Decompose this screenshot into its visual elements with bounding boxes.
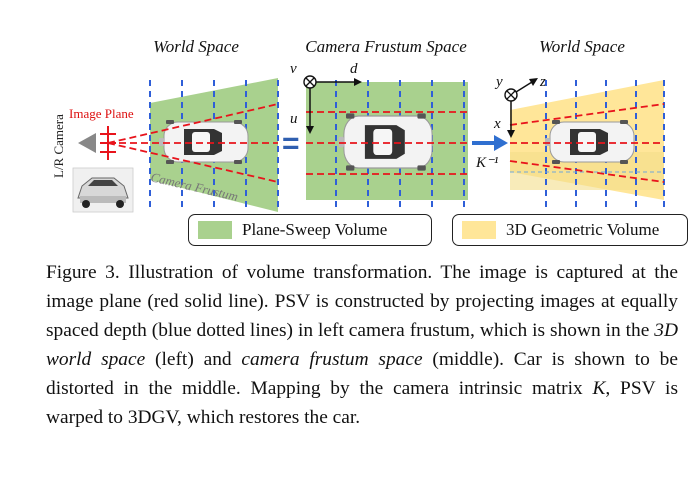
k-inverse-label: K⁻¹ bbox=[475, 155, 499, 171]
axes-right bbox=[504, 78, 538, 138]
caption-text-3: (middle). Car is shown to be distorted i… bbox=[46, 349, 678, 399]
car-restored-icon bbox=[544, 119, 635, 165]
middle-panel: v d u bbox=[290, 61, 468, 212]
figure-caption: Figure 3. Illustration of volume transfo… bbox=[46, 258, 678, 432]
caption-em-world-space: 3D world space bbox=[46, 320, 678, 370]
k-inverse-arrow bbox=[472, 135, 508, 151]
axes-middle bbox=[303, 75, 362, 134]
volume-transformation-figure: World Space Camera Frustum Space World S… bbox=[51, 37, 665, 213]
red-rays-left bbox=[107, 103, 279, 183]
axis-d-label: d bbox=[350, 61, 358, 77]
axis-z-label: z bbox=[539, 74, 546, 90]
caption-em-k: K bbox=[592, 378, 606, 399]
title-left-world-space: World Space bbox=[153, 37, 239, 56]
legend-label-3dgv: 3D Geometric Volume bbox=[506, 220, 660, 239]
image-plane-label: Image Plane bbox=[69, 106, 134, 121]
left-panel: Image Plane L/R Camera Camera Frustum bbox=[51, 78, 279, 213]
equals-sign: = bbox=[282, 127, 300, 160]
legend-3d-geometric-volume: 3D Geometric Volume bbox=[452, 214, 688, 246]
axis-y-label: y bbox=[494, 74, 503, 90]
image-plane-icon bbox=[100, 126, 116, 160]
car-photo-icon bbox=[72, 167, 134, 213]
caption-text-1: Illustration of volume transformation. T… bbox=[46, 262, 678, 341]
legend-swatch-3dgv bbox=[462, 221, 496, 239]
caption-figure-label: Figure 3. bbox=[46, 262, 120, 283]
legend-plane-sweep-volume: Plane-Sweep Volume bbox=[188, 214, 432, 246]
axis-u-label: u bbox=[290, 111, 298, 127]
caption-em-frustum-space: camera frustum space bbox=[241, 349, 423, 370]
caption-text-4: , PSV is warped to 3DGV, which restores … bbox=[46, 378, 678, 428]
title-right-world-space: World Space bbox=[539, 37, 625, 56]
camera-cone-icon bbox=[78, 133, 96, 153]
car-distorted-icon bbox=[337, 112, 433, 172]
red-lines-middle bbox=[306, 111, 468, 175]
red-rays-right bbox=[509, 103, 665, 183]
camera-label: L/R Camera bbox=[51, 114, 66, 178]
right-panel: y z x bbox=[493, 74, 665, 212]
car-left-icon bbox=[158, 119, 249, 165]
title-camera-frustum-space: Camera Frustum Space bbox=[305, 37, 467, 56]
axis-x-label: x bbox=[493, 116, 501, 132]
legend-label-psv: Plane-Sweep Volume bbox=[242, 220, 388, 239]
legend-swatch-psv bbox=[198, 221, 232, 239]
axis-v-label: v bbox=[290, 61, 297, 77]
caption-text-2: (left) and bbox=[145, 349, 242, 370]
